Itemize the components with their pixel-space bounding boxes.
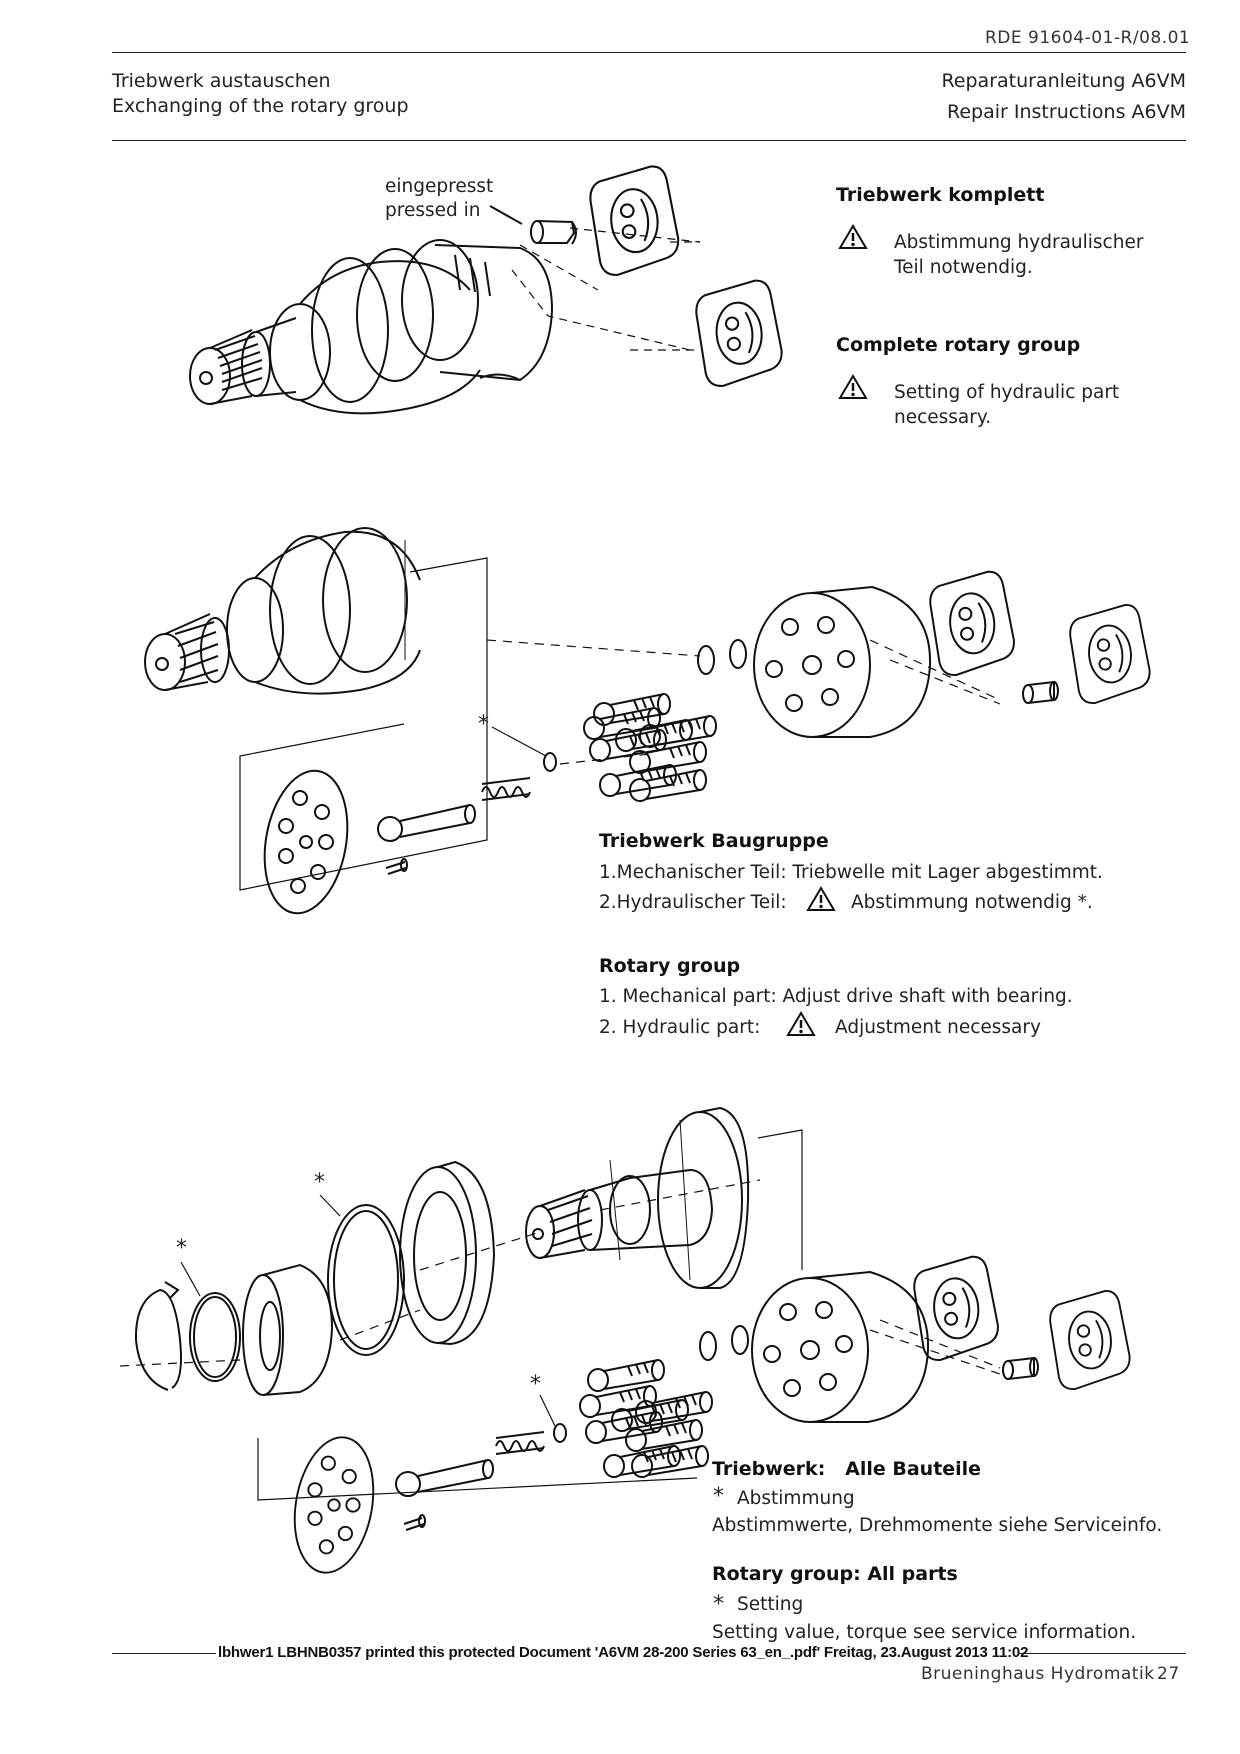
note-english-line1: Setting of hydraulic part bbox=[894, 382, 1120, 403]
heading-all-parts-german: Triebwerk: Alle Bauteile bbox=[712, 1458, 982, 1480]
page-number: 27 bbox=[1157, 1664, 1180, 1684]
line-mechanical-part-german: 1.Mechanischer Teil: Triebwelle mit Lage… bbox=[599, 862, 1103, 883]
header-divider-bottom bbox=[112, 140, 1186, 141]
asterisk-marker: * bbox=[478, 712, 489, 737]
warning-icon bbox=[786, 1011, 816, 1037]
line-hydraulic-part-label-german: 2.Hydraulischer Teil: bbox=[599, 892, 787, 913]
heading-rotary-group-assembly-german: Triebwerk Baugruppe bbox=[599, 830, 829, 852]
callout-pressed-in-german: eingepresst bbox=[385, 176, 494, 197]
line-hydraulic-part-value-german: Abstimmung notwendig *. bbox=[851, 892, 1093, 913]
figure1-rotary-group-drawing bbox=[189, 163, 786, 415]
line-hydraulic-part-value-english: Adjustment necessary bbox=[835, 1017, 1041, 1038]
line-mechanical-part-english: 1. Mechanical part: Adjust drive shaft w… bbox=[599, 986, 1073, 1007]
note-setting-english: Setting bbox=[737, 1594, 804, 1615]
asterisk-marker: * bbox=[713, 1592, 724, 1617]
manual-title-german: Reparaturanleitung A6VM bbox=[941, 70, 1186, 92]
line-setting-values-german: Abstimmwerte, Drehmomente siehe Servicei… bbox=[712, 1515, 1163, 1536]
print-notice: lbhwer1 LBHNB0357 printed this protected… bbox=[218, 1644, 1029, 1661]
footer-rule-right bbox=[1018, 1653, 1186, 1654]
line-setting-values-english: Setting value, torque see service inform… bbox=[712, 1622, 1137, 1643]
company-name: Brueninghaus Hydromatik bbox=[921, 1664, 1155, 1684]
heading-rotary-group-english: Rotary group bbox=[599, 955, 741, 977]
note-english-line2: necessary. bbox=[894, 407, 992, 428]
asterisk-marker: * bbox=[530, 1372, 541, 1397]
warning-icon bbox=[838, 224, 868, 250]
note-german-line2: Teil notwendig. bbox=[894, 257, 1033, 278]
heading-complete-rotary-group-english: Complete rotary group bbox=[836, 334, 1081, 356]
document-number: RDE 91604-01-R/08.01 bbox=[985, 28, 1191, 48]
title-english: Exchanging of the rotary group bbox=[112, 95, 409, 117]
note-german-line1: Abstimmung hydraulischer bbox=[894, 232, 1144, 253]
asterisk-marker: * bbox=[176, 1236, 187, 1261]
manual-title-english: Repair Instructions A6VM bbox=[947, 101, 1186, 123]
asterisk-marker: * bbox=[314, 1170, 325, 1195]
heading-complete-rotary-group-german: Triebwerk komplett bbox=[836, 184, 1045, 206]
figure3-all-parts-drawing bbox=[119, 1106, 1133, 1580]
footer-rule-left bbox=[112, 1653, 216, 1654]
warning-icon bbox=[806, 886, 836, 912]
warning-icon bbox=[838, 374, 868, 400]
header-divider-top bbox=[112, 52, 1186, 53]
callout-pressed-in-english: pressed in bbox=[385, 200, 481, 221]
note-setting-german: Abstimmung bbox=[737, 1488, 855, 1509]
figure2-rotary-group-assembly-drawing bbox=[144, 527, 1153, 921]
line-hydraulic-part-label-english: 2. Hydraulic part: bbox=[599, 1017, 761, 1038]
heading-all-parts-english: Rotary group: All parts bbox=[712, 1563, 958, 1585]
asterisk-marker: * bbox=[713, 1484, 724, 1509]
title-german: Triebwerk austauschen bbox=[112, 70, 331, 92]
